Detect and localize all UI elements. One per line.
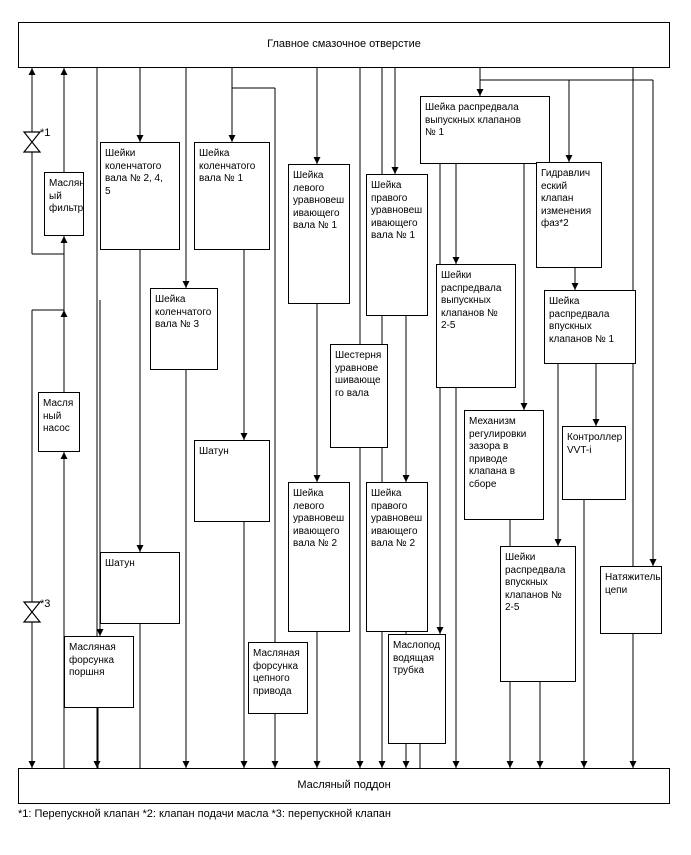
left-balancer-journal-2-box: Шейка левого уравновеш ивающего вала № 2	[288, 482, 350, 632]
crankshaft-journals-2-4-5-box: Шейки коленчатого вала № 2, 4, 5	[100, 142, 180, 250]
bypass-valve-marker-1: *1	[40, 127, 51, 139]
exhaust-camshaft-journal-1-box: Шейка распредвала выпускных клапанов № 1	[420, 96, 550, 164]
oil-delivery-tube-box: Маслопод водящая трубка	[388, 634, 446, 744]
intake-camshaft-journals-2-5-box: Шейки распредвала впускных клапанов № 2-…	[500, 546, 576, 682]
oil-filter-box: Маслян ый фильтр	[44, 172, 84, 236]
left-balancer-journal-1-box: Шейка левого уравновеш ивающего вала № 1	[288, 164, 350, 304]
right-balancer-journal-2-box: Шейка правого уравновеш ивающего вала № …	[366, 482, 428, 632]
crankshaft-journal-1-box: Шейка коленчатого вала № 1	[194, 142, 270, 250]
main-oil-hole-box: Главное смазочное отверстие	[18, 22, 670, 68]
right-balancer-journal-1-box: Шейка правого уравновеш ивающего вала № …	[366, 174, 428, 316]
connecting-rod-box-a: Шатун	[100, 552, 180, 624]
bypass-valve-1-symbol	[22, 131, 42, 153]
piston-oil-jet-box: Масляная форсунка поршня	[64, 636, 134, 708]
crankshaft-journal-3-box: Шейка коленчатого вала № 3	[150, 288, 218, 370]
bypass-valve-3-symbol	[22, 601, 42, 623]
balancer-gear-box: Шестерня уравнове шивающе го вала	[330, 344, 388, 448]
main-oil-hole-label: Главное смазочное отверстие	[267, 38, 421, 51]
oil-pump-box: Масля ный насос	[38, 392, 80, 452]
bypass-valve-marker-3: *3	[40, 598, 51, 610]
chain-oil-jet-box: Масляная форсунка цепного привода	[248, 642, 308, 714]
vvt-i-controller-box: Контроллер VVT-i	[562, 426, 626, 500]
intake-camshaft-journal-1-box: Шейка распредвала впускных клапанов № 1	[544, 290, 636, 364]
footnote-legend: *1: Перепускной клапан *2: клапан подачи…	[18, 808, 391, 820]
chain-tensioner-box: Натяжитель цепи	[600, 566, 662, 634]
hydraulic-phase-valve-box: Гидравлич еский клапан изменения фаз*2	[536, 162, 602, 268]
oil-pan-box: Масляный поддон	[18, 768, 670, 804]
oil-pan-label: Масляный поддон	[297, 779, 391, 792]
connecting-rod-box-b: Шатун	[194, 440, 270, 522]
exhaust-camshaft-journals-2-5-box: Шейки распредвала выпускных клапанов № 2…	[436, 264, 516, 388]
valve-lash-adjuster-assembly-box: Механизм регулировки зазора в приводе кл…	[464, 410, 544, 520]
